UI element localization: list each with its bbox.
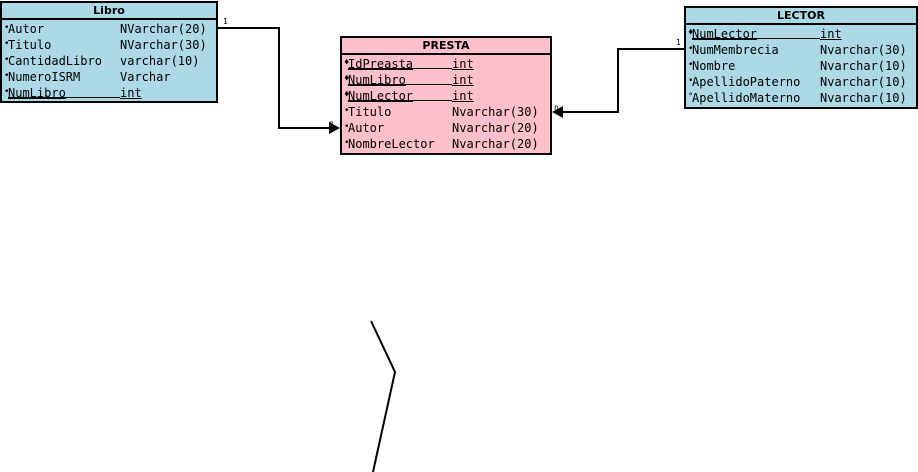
field-type: int	[820, 27, 842, 41]
key-marker-icon: ♦	[344, 90, 350, 100]
field-bullet-icon: •	[4, 39, 10, 49]
field-bullet-icon: •	[4, 23, 10, 33]
lector-presta-card-from: 1	[676, 38, 681, 47]
field-bullet-icon: •	[344, 106, 350, 116]
field-bullet-icon: °	[688, 92, 694, 102]
field-type: Nvarchar(10)	[820, 59, 907, 73]
field-type: Nvarchar(10)	[820, 75, 907, 89]
field-type: int	[452, 89, 474, 103]
key-marker-icon: ♦	[688, 28, 694, 38]
key-marker-icon: •	[4, 87, 10, 97]
field-name: Nombre	[692, 59, 736, 73]
field-name: NombreLector	[348, 137, 435, 151]
field-row[interactable]: •CantidadLibro varchar(10)	[2, 53, 216, 69]
field-name: Titulo	[8, 38, 52, 52]
field-name: ApellidoPaterno	[692, 75, 801, 89]
field-bullet-icon: •	[4, 71, 10, 81]
field-type: Varchar	[120, 70, 171, 84]
field-row[interactable]: •NumeroISRM Varchar	[2, 69, 216, 85]
stray-line[interactable]	[370, 320, 397, 472]
field-name: ApellidoMaterno	[692, 91, 801, 105]
field-type: Nvarchar(30)	[452, 105, 539, 119]
field-name: Autor	[348, 121, 385, 135]
field-row[interactable]: •NumLibro int	[2, 85, 216, 101]
libro-presta-card-from: 1	[223, 17, 228, 26]
field-name: Autor	[8, 22, 45, 36]
field-bullet-icon: •	[344, 122, 350, 132]
field-name: NumLector	[692, 27, 758, 41]
libro-presta-link[interactable]	[218, 27, 332, 129]
field-row[interactable]: •Nombre Nvarchar(10)	[686, 58, 916, 74]
field-name: IdPreasta	[348, 57, 414, 71]
pk-underline	[348, 100, 452, 101]
field-type: Nvarchar(20)	[452, 121, 539, 135]
field-row[interactable]: ♦NumLector int	[686, 26, 916, 42]
field-row[interactable]: ♦NumLector int	[342, 88, 550, 104]
field-name: NumeroISRM	[8, 70, 81, 84]
pk-underline	[348, 68, 452, 69]
field-bullet-icon: •	[4, 55, 10, 65]
field-type: int	[120, 86, 142, 100]
field-row[interactable]: •ApellidoPaterno Nvarchar(10)	[686, 74, 916, 90]
field-name: NumLector	[348, 89, 414, 103]
field-row[interactable]: •Autor NVarchar(20)	[2, 21, 216, 37]
entity-title: PRESTA	[342, 38, 550, 55]
field-row[interactable]: •Titulo Nvarchar(30)	[342, 104, 550, 120]
field-type: NVarchar(20)	[120, 22, 207, 36]
key-marker-icon: ♦	[344, 74, 350, 84]
field-bullet-icon: •	[688, 60, 694, 70]
field-row[interactable]: °ApellidoMaterno Nvarchar(10)	[686, 90, 916, 106]
key-marker-icon: ♦	[344, 58, 350, 68]
field-type: varchar(10)	[120, 54, 200, 68]
libro-presta-card-to: n	[329, 119, 334, 128]
lector-presta-link[interactable]	[560, 48, 684, 113]
field-bullet-icon: •	[344, 138, 350, 148]
field-row[interactable]: ♦IdPreasta int	[342, 56, 550, 72]
field-row[interactable]: •NombreLector Nvarchar(20)	[342, 136, 550, 152]
libro-presta-arrowhead	[329, 122, 340, 134]
field-name: NumLibro	[8, 86, 66, 100]
field-name: CantidadLibro	[8, 54, 102, 68]
entity-title: LECTOR	[686, 8, 916, 25]
pk-underline	[348, 84, 452, 85]
lector-presta-card-to: n	[554, 103, 559, 112]
field-type: int	[452, 73, 474, 87]
field-type: NVarchar(30)	[120, 38, 207, 52]
field-row[interactable]: •NumMembrecia Nvarchar(30)	[686, 42, 916, 58]
field-name: NumLibro	[348, 73, 406, 87]
field-name: NumMembrecia	[692, 43, 779, 57]
field-type: Nvarchar(20)	[452, 137, 539, 151]
field-bullet-icon: •	[688, 44, 694, 54]
field-type: Nvarchar(30)	[820, 43, 907, 57]
field-row[interactable]: •Titulo NVarchar(30)	[2, 37, 216, 53]
pk-underline	[692, 38, 820, 39]
field-type: int	[452, 57, 474, 71]
pk-underline	[8, 97, 120, 98]
entity-title: Libro	[2, 3, 216, 20]
field-type: Nvarchar(10)	[820, 91, 907, 105]
field-bullet-icon: •	[688, 76, 694, 86]
field-name: Titulo	[348, 105, 392, 119]
field-row[interactable]: •Autor Nvarchar(20)	[342, 120, 550, 136]
field-row[interactable]: ♦NumLibro int	[342, 72, 550, 88]
lector-presta-arrowhead	[552, 106, 563, 118]
